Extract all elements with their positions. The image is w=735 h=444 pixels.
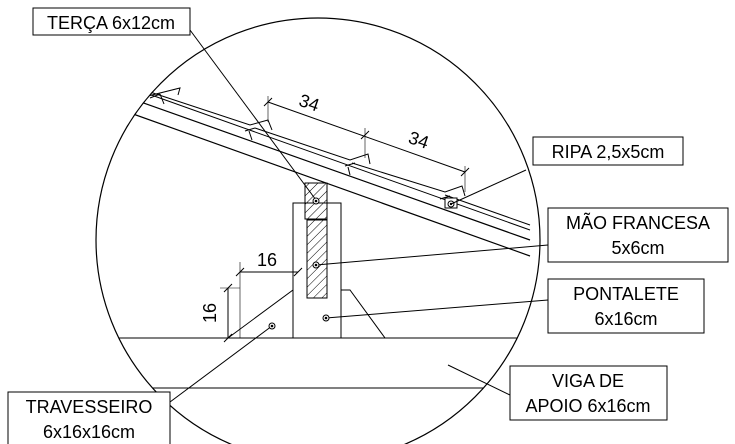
label-mao-francesa-2: 5x6cm bbox=[611, 238, 664, 258]
leader-terca bbox=[189, 29, 317, 201]
leader-points bbox=[268, 197, 330, 330]
dim-horizontal: 16 bbox=[257, 250, 277, 270]
label-ripa: RIPA 2,5x5cm bbox=[552, 142, 665, 162]
label-viga-2: APOIO 6x16cm bbox=[525, 396, 650, 416]
detail-circle bbox=[95, 17, 541, 444]
label-pontalete-2: 6x16cm bbox=[594, 309, 657, 329]
label-travesseiro-1: TRAVESSEIRO bbox=[26, 397, 153, 417]
leader-pontalete bbox=[325, 299, 549, 319]
label-pontalete-1: PONTALETE bbox=[573, 284, 679, 304]
leader-ripa bbox=[450, 169, 527, 205]
mao-francesa-section bbox=[306, 219, 328, 299]
label-viga-1: VIGA DE bbox=[552, 371, 624, 391]
dim-spacing-1: 34 bbox=[296, 90, 321, 115]
roof-structure bbox=[96, 75, 540, 389]
leader-viga bbox=[447, 364, 511, 396]
label-mao-francesa-1: MÃO FRANCESA bbox=[566, 212, 710, 233]
dim-vertical: 16 bbox=[200, 303, 220, 323]
leader-mao-francesa bbox=[315, 244, 549, 266]
label-travesseiro-2: 6x16x16cm bbox=[43, 422, 135, 442]
leader-travesseiro bbox=[169, 325, 273, 403]
dim-spacing-2: 34 bbox=[406, 127, 431, 152]
label-terca: TERÇA 6x12cm bbox=[47, 13, 175, 33]
